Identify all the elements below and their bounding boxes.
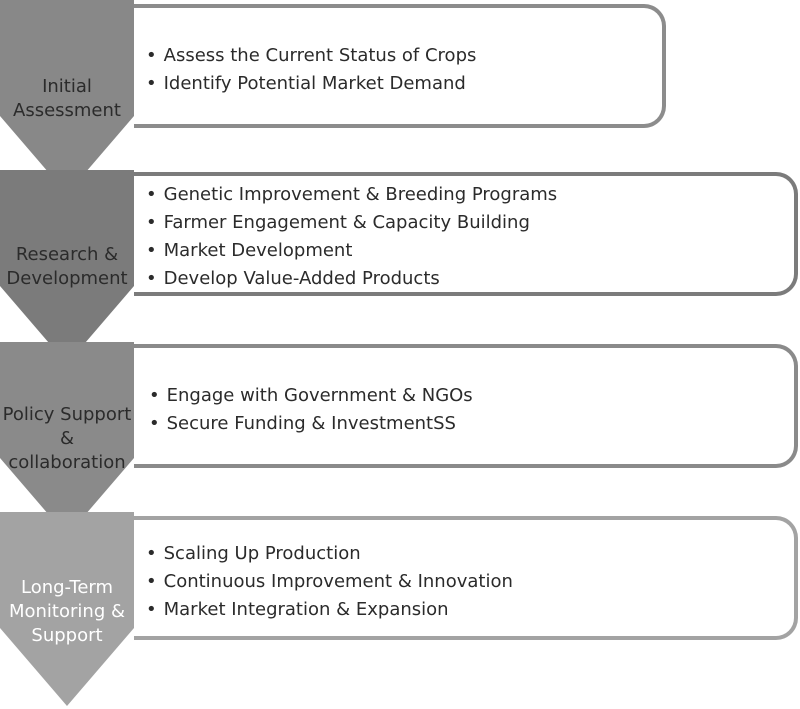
stage-chevron-long-term-monitoring bbox=[0, 512, 134, 706]
stage-chevron-initial-assessment bbox=[0, 0, 134, 194]
stage-box-initial-assessment: Assess the Current Status of Crops Ident… bbox=[134, 4, 666, 128]
stage-label-line: Initial bbox=[42, 76, 92, 97]
stage-label-line: Monitoring & bbox=[8, 601, 125, 622]
stage-chevron-research-development bbox=[0, 170, 134, 364]
stage-item: Assess the Current Status of Crops bbox=[146, 42, 662, 70]
stage-box-research-development: Genetic Improvement & Breeding Programs … bbox=[134, 172, 798, 296]
stage-item: Continuous Improvement & Innovation bbox=[146, 568, 794, 596]
stage-label-line: Support bbox=[31, 625, 103, 646]
stage-label-line: Long-Term bbox=[20, 577, 114, 598]
stage-label-policy-support: Policy Support & collaboration bbox=[0, 403, 134, 475]
stage-label-initial-assessment: Initial Assessment bbox=[0, 75, 134, 123]
stage-item: Identify Potential Market Demand bbox=[146, 70, 662, 98]
stage-label-line: Development bbox=[6, 268, 128, 289]
stage-items: Scaling Up Production Continuous Improve… bbox=[134, 520, 794, 624]
stage-items: Assess the Current Status of Crops Ident… bbox=[134, 8, 662, 98]
stage-box-policy-support: Engage with Government & NGOs Secure Fun… bbox=[134, 344, 798, 468]
stage-label-line: & bbox=[59, 428, 75, 449]
stage-box-long-term-monitoring: Scaling Up Production Continuous Improve… bbox=[134, 516, 798, 640]
stage-item: Market Development bbox=[146, 237, 794, 265]
stage-item: Develop Value-Added Products bbox=[146, 265, 794, 293]
stage-item: Genetic Improvement & Breeding Programs bbox=[146, 181, 794, 209]
stage-label-line: Policy Support bbox=[2, 404, 132, 425]
stage-item: Engage with Government & NGOs bbox=[149, 382, 794, 410]
stage-label-line: Assessment bbox=[13, 100, 121, 121]
stage-chevron-policy-support bbox=[0, 342, 134, 536]
stage-label-research-development: Research & Development bbox=[0, 243, 134, 291]
stage-item: Market Integration & Expansion bbox=[146, 596, 794, 624]
stage-label-long-term-monitoring: Long-Term Monitoring & Support bbox=[0, 576, 134, 648]
stage-item: Farmer Engagement & Capacity Building bbox=[146, 209, 794, 237]
stage-items: Engage with Government & NGOs Secure Fun… bbox=[134, 348, 794, 438]
stage-item: Scaling Up Production bbox=[146, 540, 794, 568]
stage-item: Secure Funding & InvestmentSS bbox=[149, 410, 794, 438]
stage-items: Genetic Improvement & Breeding Programs … bbox=[134, 176, 794, 293]
stage-label-line: collaboration bbox=[8, 452, 126, 473]
stage-label-line: Research & bbox=[15, 244, 119, 265]
